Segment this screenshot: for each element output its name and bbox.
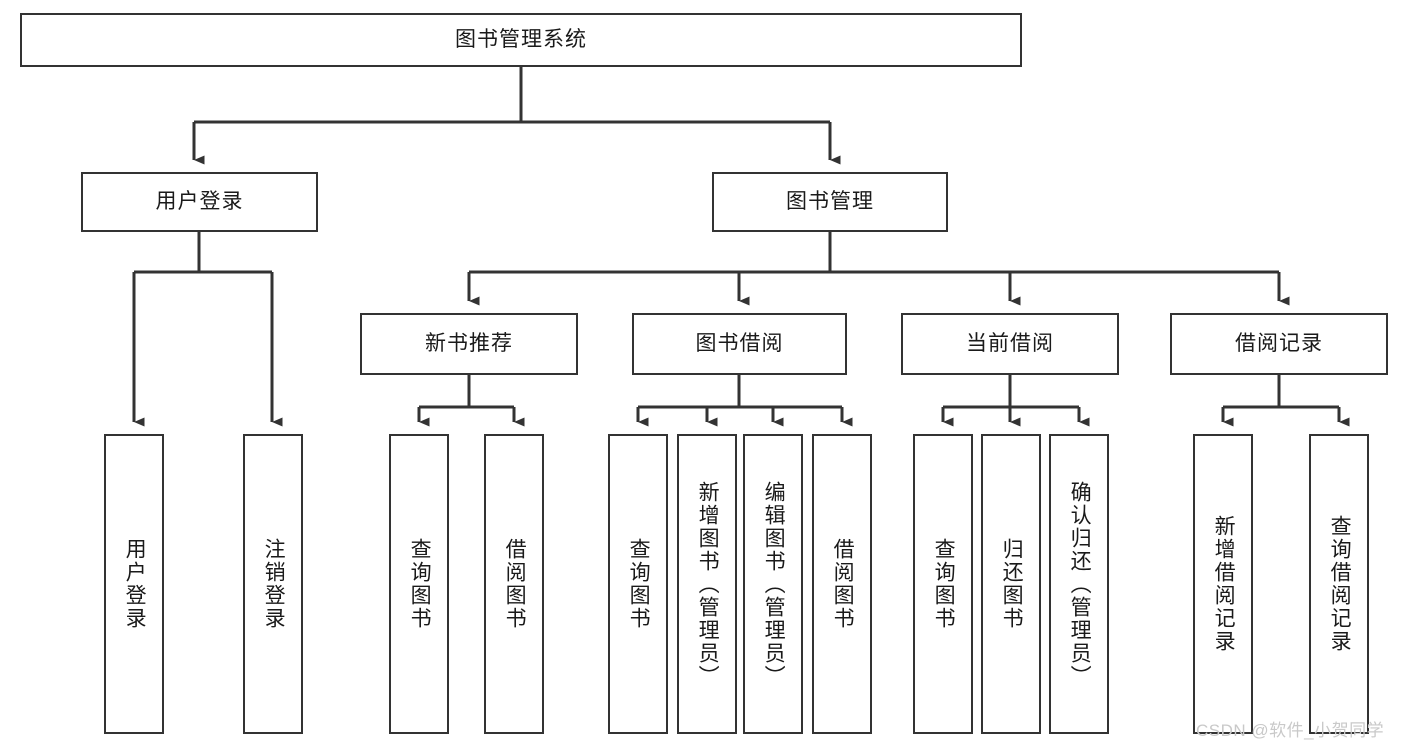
node-current-borrow-label: 当前借阅 [966, 332, 1054, 356]
node-user-login[interactable]: 用户登录 [81, 172, 318, 232]
node-leaf-logout[interactable]: 注销登录 [243, 434, 303, 734]
node-leaf-add-book-label: 新增图书（管理员） [696, 480, 720, 688]
node-leaf-query-book-3[interactable]: 查询图书 [913, 434, 973, 734]
csdn-watermark: CSDN @软件_小贺同学 [1196, 721, 1385, 740]
node-leaf-add-record[interactable]: 新增借阅记录 [1193, 434, 1253, 734]
node-new-book-rec-label: 新书推荐 [425, 332, 513, 356]
node-leaf-add-book[interactable]: 新增图书（管理员） [677, 434, 737, 734]
node-borrow-record[interactable]: 借阅记录 [1170, 313, 1388, 375]
node-leaf-return-book-label: 归还图书 [1000, 538, 1024, 630]
node-leaf-confirm-return-label: 确认归还（管理员） [1068, 480, 1092, 688]
node-leaf-user-login-label: 用户登录 [123, 538, 147, 630]
node-current-borrow[interactable]: 当前借阅 [901, 313, 1119, 375]
node-leaf-query-book-2[interactable]: 查询图书 [608, 434, 668, 734]
node-leaf-query-record[interactable]: 查询借阅记录 [1309, 434, 1369, 734]
node-leaf-query-record-label: 查询借阅记录 [1328, 515, 1352, 653]
node-borrow-record-label: 借阅记录 [1235, 332, 1323, 356]
node-root[interactable]: 图书管理系统 [20, 13, 1022, 67]
node-book-borrow[interactable]: 图书借阅 [632, 313, 847, 375]
node-leaf-edit-book-label: 编辑图书（管理员） [762, 480, 786, 688]
node-leaf-borrow-book-1-label: 借阅图书 [503, 538, 527, 630]
node-book-manage-label: 图书管理 [786, 190, 874, 214]
node-book-manage[interactable]: 图书管理 [712, 172, 948, 232]
node-leaf-logout-label: 注销登录 [262, 538, 286, 630]
node-leaf-return-book[interactable]: 归还图书 [981, 434, 1041, 734]
node-leaf-query-book-3-label: 查询图书 [932, 538, 956, 630]
node-leaf-query-book-1[interactable]: 查询图书 [389, 434, 449, 734]
node-leaf-user-login[interactable]: 用户登录 [104, 434, 164, 734]
node-root-label: 图书管理系统 [455, 28, 587, 52]
node-leaf-query-book-2-label: 查询图书 [627, 538, 651, 630]
node-user-login-label: 用户登录 [155, 190, 244, 214]
node-leaf-query-book-1-label: 查询图书 [408, 538, 432, 630]
node-new-book-rec[interactable]: 新书推荐 [360, 313, 578, 375]
node-leaf-borrow-book-1[interactable]: 借阅图书 [484, 434, 544, 734]
node-leaf-add-record-label: 新增借阅记录 [1212, 515, 1236, 653]
node-book-borrow-label: 图书借阅 [695, 332, 784, 356]
node-leaf-borrow-book-2[interactable]: 借阅图书 [812, 434, 872, 734]
node-leaf-borrow-book-2-label: 借阅图书 [831, 538, 855, 630]
node-leaf-confirm-return[interactable]: 确认归还（管理员） [1049, 434, 1109, 734]
node-leaf-edit-book[interactable]: 编辑图书（管理员） [743, 434, 803, 734]
